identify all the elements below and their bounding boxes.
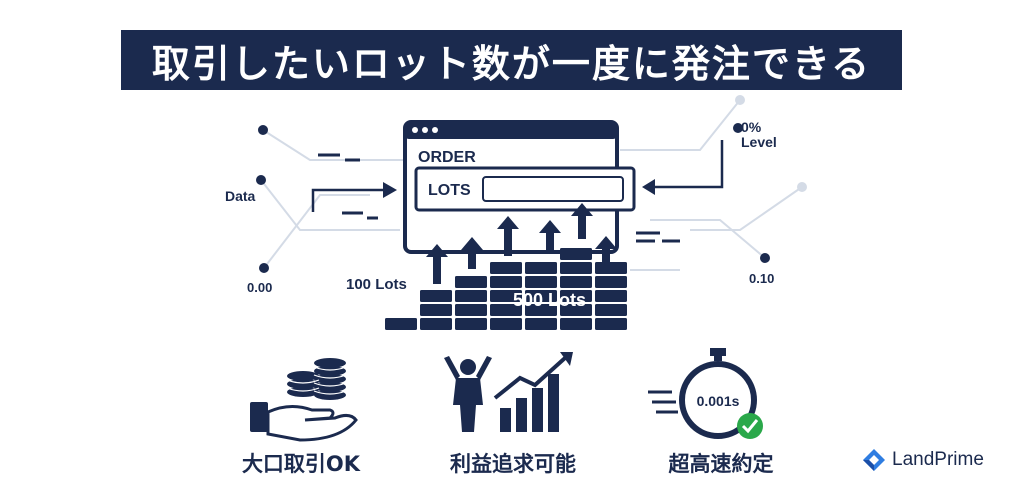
lots-label: LOTS bbox=[428, 182, 471, 199]
lot-brick bbox=[560, 290, 592, 302]
stopwatch-icon: 0.001s bbox=[648, 348, 763, 439]
growth-chart-icon bbox=[444, 352, 573, 432]
up-arrow-icon bbox=[571, 203, 593, 239]
brand-name: LandPrime bbox=[892, 449, 984, 470]
lot-brick bbox=[420, 290, 452, 302]
up-arrow-icon bbox=[595, 236, 617, 270]
node-dot bbox=[733, 123, 743, 133]
lot-brick bbox=[560, 262, 592, 274]
lot-brick bbox=[490, 290, 522, 302]
window-dot bbox=[412, 127, 418, 133]
lot-stacks bbox=[385, 248, 627, 330]
level-label: 0% Level bbox=[741, 120, 777, 150]
connector-dots-light bbox=[735, 95, 807, 192]
lot-brick bbox=[490, 262, 522, 274]
node-dot bbox=[735, 95, 745, 105]
lot-brick bbox=[595, 304, 627, 316]
lot-brick bbox=[595, 290, 627, 302]
dash-marks bbox=[318, 153, 680, 243]
data-label: Data bbox=[225, 188, 256, 204]
window-dot bbox=[422, 127, 428, 133]
lot-brick bbox=[595, 318, 627, 330]
lot-brick bbox=[595, 276, 627, 288]
feature-caption-fast-execution: 超高速約定 bbox=[668, 452, 774, 476]
large-stack-label: 500 Lots bbox=[513, 290, 587, 310]
arrow-head-left-icon bbox=[642, 179, 655, 195]
window-dot bbox=[432, 127, 438, 133]
lot-brick bbox=[455, 276, 487, 288]
arrow-head-right-icon bbox=[383, 182, 397, 198]
stopwatch-badge: 0.001s bbox=[697, 393, 740, 409]
check-badge-icon bbox=[737, 413, 763, 439]
lot-brick bbox=[490, 276, 522, 288]
coins-hand-icon bbox=[250, 358, 358, 442]
lot-brick bbox=[385, 318, 417, 330]
lot-brick bbox=[560, 304, 592, 316]
point-ten-label: 0.10 bbox=[749, 271, 775, 286]
lot-brick bbox=[455, 318, 487, 330]
lot-brick bbox=[455, 290, 487, 302]
order-heading: ORDER bbox=[418, 149, 476, 166]
connector-lines bbox=[260, 99, 803, 271]
lot-brick bbox=[525, 290, 557, 302]
lot-brick bbox=[525, 304, 557, 316]
node-dot bbox=[259, 263, 269, 273]
level-label-line1: 0% bbox=[741, 119, 762, 135]
arrow-right-in bbox=[650, 140, 724, 189]
arrow-left-in bbox=[311, 188, 390, 212]
up-arrows bbox=[426, 203, 617, 284]
order-window: ORDER LOTS bbox=[403, 120, 636, 254]
lot-brick bbox=[420, 304, 452, 316]
feature-caption-profit: 利益追求可能 bbox=[450, 452, 576, 476]
lot-brick bbox=[525, 318, 557, 330]
node-dot bbox=[797, 182, 807, 192]
page-title: 取引したいロット数が一度に発注できる bbox=[121, 30, 902, 90]
up-arrow-icon bbox=[461, 237, 483, 269]
lot-brick bbox=[525, 262, 557, 274]
lot-brick bbox=[490, 304, 522, 316]
window-titlebar bbox=[405, 122, 617, 139]
lot-brick bbox=[420, 318, 452, 330]
lot-brick bbox=[560, 318, 592, 330]
connector-dots bbox=[256, 123, 770, 273]
lot-brick bbox=[455, 304, 487, 316]
landprime-logo-icon bbox=[863, 449, 885, 471]
small-stack-label: 100 Lots bbox=[346, 276, 407, 293]
level-label-line2: Level bbox=[741, 134, 777, 150]
up-arrow-icon bbox=[539, 220, 561, 254]
node-dot bbox=[256, 175, 266, 185]
brand-logo: LandPrime bbox=[862, 447, 984, 473]
zero-label: 0.00 bbox=[247, 280, 273, 295]
node-dot bbox=[760, 253, 770, 263]
feature-caption-large-trade: 大口取引OK bbox=[241, 452, 361, 476]
lot-brick bbox=[595, 262, 627, 274]
up-arrow-icon bbox=[497, 216, 519, 256]
lot-brick bbox=[560, 276, 592, 288]
node-dot bbox=[258, 125, 268, 135]
up-arrow-icon bbox=[426, 244, 448, 284]
lot-brick bbox=[560, 248, 592, 260]
lot-brick bbox=[490, 318, 522, 330]
lots-input[interactable] bbox=[482, 176, 624, 202]
lot-brick bbox=[525, 276, 557, 288]
